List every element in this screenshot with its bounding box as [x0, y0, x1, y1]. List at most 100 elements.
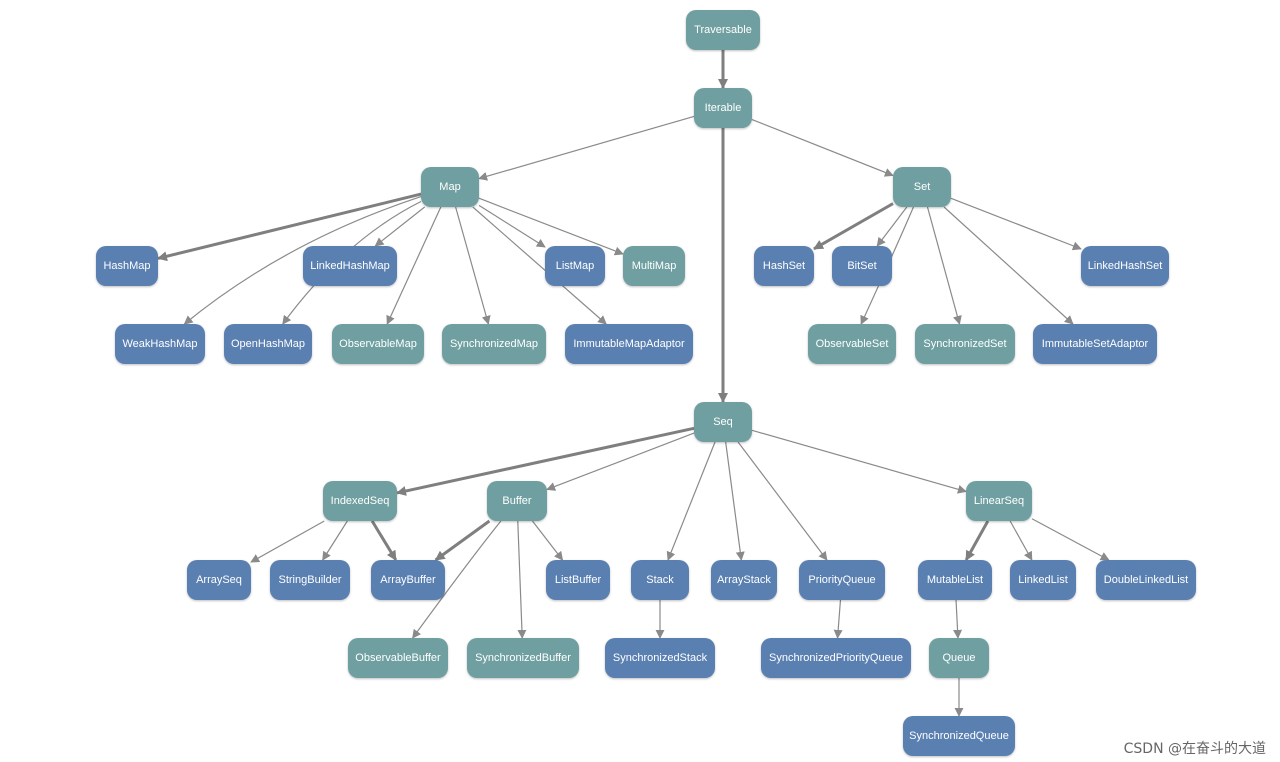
- edge-linearseq-to-doublelinkedlist: [1031, 518, 1110, 561]
- edge-set-to-immutablesetadaptor: [943, 206, 1074, 325]
- node-indexedseq: IndexedSeq: [323, 481, 397, 521]
- edge-priorityqueue-to-synchronizedpriorityqueue: [833, 599, 843, 639]
- node-synchronizedpriorityqueue: SynchronizedPriorityQueue: [761, 638, 911, 678]
- node-label: MutableList: [926, 574, 984, 586]
- node-mutablelist: MutableList: [918, 560, 992, 600]
- edge-map-to-linkedhashmap: [374, 206, 426, 247]
- node-weakhashmap: WeakHashMap: [115, 324, 205, 364]
- edge-map-to-listmap: [478, 204, 546, 248]
- node-synchronizedmap: SynchronizedMap: [442, 324, 546, 364]
- node-set: Set: [893, 167, 951, 207]
- node-label: Seq: [713, 416, 733, 428]
- edge-buffer-to-synchronizedbuffer: [517, 520, 527, 639]
- node-label: IndexedSeq: [330, 495, 390, 507]
- node-observablemap: ObservableMap: [332, 324, 424, 364]
- node-label: Set: [913, 181, 931, 193]
- node-label: MultiMap: [631, 260, 677, 272]
- watermark: CSDN @在奋斗的大道: [1123, 741, 1266, 757]
- node-label: ListMap: [555, 260, 595, 272]
- node-listmap: ListMap: [545, 246, 605, 286]
- node-label: Buffer: [502, 495, 532, 507]
- node-label: Map: [439, 181, 461, 193]
- node-linkedlist: LinkedList: [1010, 560, 1076, 600]
- node-label: BitSet: [847, 260, 877, 272]
- node-openhashmap: OpenHashMap: [224, 324, 312, 364]
- node-label: ArrayBuffer: [380, 574, 436, 586]
- edge-seq-to-linearseq: [751, 429, 967, 494]
- node-listbuffer: ListBuffer: [546, 560, 610, 600]
- node-synchronizedbuffer: SynchronizedBuffer: [467, 638, 579, 678]
- edge-map-to-observablemap: [386, 206, 442, 325]
- node-bitset: BitSet: [832, 246, 892, 286]
- node-linkedhashmap: LinkedHashMap: [303, 246, 397, 286]
- node-arrayseq: ArraySeq: [187, 560, 251, 600]
- node-stack: Stack: [631, 560, 689, 600]
- node-iterable: Iterable: [694, 88, 752, 128]
- node-priorityqueue: PriorityQueue: [799, 560, 885, 600]
- node-synchronizedqueue: SynchronizedQueue: [903, 716, 1015, 756]
- node-label: Traversable: [694, 24, 752, 36]
- node-label: SynchronizedQueue: [909, 730, 1009, 742]
- node-label: ImmutableMapAdaptor: [573, 338, 685, 350]
- node-hashmap: HashMap: [96, 246, 158, 286]
- node-buffer: Buffer: [487, 481, 547, 521]
- edge-indexedseq-to-arrayseq: [250, 520, 325, 563]
- edge-seq-to-buffer: [546, 432, 695, 491]
- node-stringbuilder: StringBuilder: [270, 560, 350, 600]
- node-linkedhashset: LinkedHashSet: [1081, 246, 1169, 286]
- node-traversable: Traversable: [686, 10, 760, 50]
- node-label: Queue: [942, 652, 976, 664]
- node-label: HashMap: [103, 260, 151, 272]
- node-doublelinkedlist: DoubleLinkedList: [1096, 560, 1196, 600]
- node-label: Stack: [646, 574, 674, 586]
- node-label: SynchronizedMap: [449, 338, 539, 350]
- edge-linearseq-to-linkedlist: [1009, 520, 1033, 561]
- node-arraybuffer: ArrayBuffer: [371, 560, 445, 600]
- node-label: DoubleLinkedList: [1103, 574, 1189, 586]
- edge-iterable-to-map: [478, 115, 695, 181]
- node-label: SynchronizedStack: [612, 652, 708, 664]
- edge-buffer-to-observablebuffer: [412, 520, 502, 639]
- node-label: ArraySeq: [196, 574, 242, 586]
- node-label: ObservableMap: [339, 338, 417, 350]
- node-immutablesetadaptor: ImmutableSetAdaptor: [1033, 324, 1157, 364]
- node-arraystack: ArrayStack: [711, 560, 777, 600]
- node-multimap: MultiMap: [623, 246, 685, 286]
- node-label: ArrayStack: [717, 574, 771, 586]
- edge-seq-to-indexedseq: [396, 426, 695, 496]
- node-label: LinearSeq: [973, 495, 1025, 507]
- node-label: ImmutableSetAdaptor: [1041, 338, 1149, 350]
- edge-set-to-observableset: [860, 206, 915, 325]
- edge-iterable-to-set: [751, 118, 894, 177]
- node-queue: Queue: [929, 638, 989, 678]
- edge-seq-to-priorityqueue: [737, 441, 828, 561]
- edge-map-to-synchronizedmap: [455, 206, 491, 325]
- node-label: ListBuffer: [554, 574, 602, 586]
- node-observableset: ObservableSet: [808, 324, 896, 364]
- edge-indexedseq-to-arraybuffer: [370, 520, 398, 561]
- edge-linearseq-to-mutablelist: [964, 520, 990, 561]
- node-label: PriorityQueue: [808, 574, 876, 586]
- edge-map-to-weakhashmap: [183, 196, 422, 325]
- edge-seq-to-arraystack: [725, 441, 745, 561]
- node-label: SynchronizedPriorityQueue: [769, 652, 903, 664]
- node-label: LinkedList: [1018, 574, 1068, 586]
- node-label: LinkedHashMap: [310, 260, 390, 272]
- node-label: LinkedHashSet: [1087, 260, 1163, 272]
- edge-set-to-linkedhashset: [950, 197, 1082, 251]
- edge-buffer-to-listbuffer: [531, 520, 564, 561]
- edge-indexedseq-to-stringbuilder: [322, 520, 348, 561]
- edge-map-to-multimap: [478, 197, 624, 256]
- node-hashset: HashSet: [754, 246, 814, 286]
- edge-mutablelist-to-queue: [953, 599, 963, 639]
- node-observablebuffer: ObservableBuffer: [348, 638, 448, 678]
- node-label: OpenHashMap: [231, 338, 305, 350]
- edge-set-to-bitset: [876, 206, 908, 247]
- edge-buffer-to-arraybuffer: [434, 519, 491, 562]
- node-label: SynchronizedBuffer: [475, 652, 571, 664]
- node-label: StringBuilder: [278, 574, 342, 586]
- node-synchronizedstack: SynchronizedStack: [605, 638, 715, 678]
- edge-set-to-hashset: [813, 202, 894, 251]
- edge-map-to-hashmap: [157, 192, 422, 262]
